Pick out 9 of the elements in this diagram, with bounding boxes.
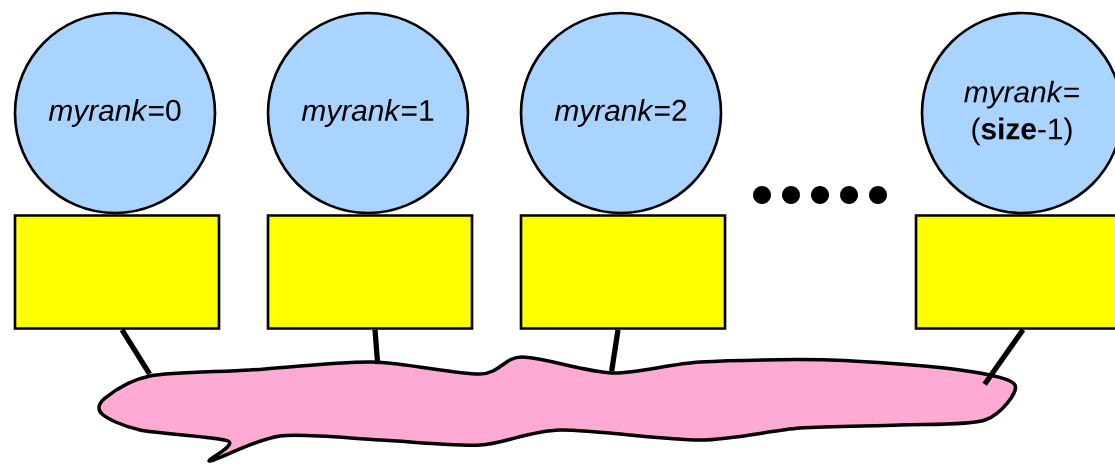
process-box [266, 214, 474, 330]
connector-line [982, 328, 1026, 386]
connector-line [372, 329, 381, 365]
process-box [519, 214, 727, 330]
connector-line [609, 329, 621, 372]
cloud-shape [97, 355, 1018, 463]
connector-line [119, 328, 152, 376]
process-box [13, 214, 221, 330]
process-box [914, 214, 1115, 330]
